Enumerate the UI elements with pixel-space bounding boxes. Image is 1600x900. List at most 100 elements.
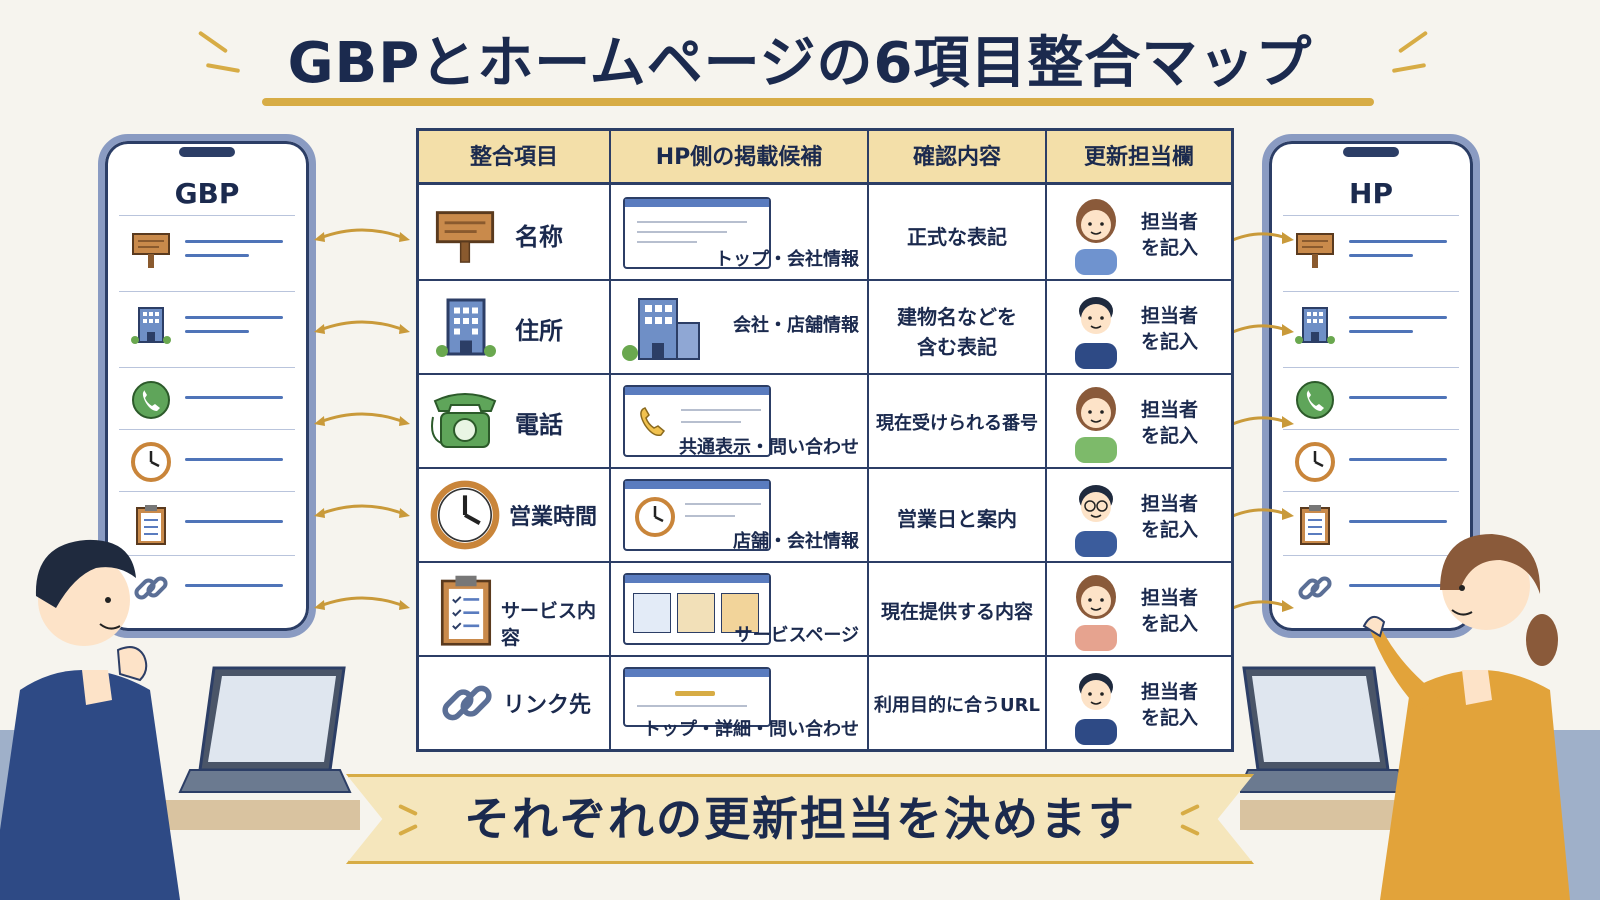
- table-row: サービス内容 サービスページ 現在提供する内容 担当者を記入: [419, 563, 1231, 657]
- signboard-icon: [435, 211, 495, 263]
- telephone-icon: [431, 393, 497, 448]
- building-icon: [1295, 307, 1335, 344]
- hp-row-name: [1283, 215, 1459, 277]
- phone-notch: [179, 147, 235, 157]
- hp-row-address: [1283, 291, 1459, 353]
- phone-icon: [132, 381, 170, 419]
- page-title: GBPとホームページの6項目整合マップ: [287, 31, 1313, 96]
- check-content: 現在提供する内容: [880, 601, 1033, 623]
- phone-notch: [1343, 147, 1399, 157]
- person-man-icon: [1075, 673, 1117, 745]
- service-thumb: [721, 593, 759, 633]
- hp-page-thumbnail: [623, 385, 771, 457]
- signboard-icon: [1296, 233, 1334, 268]
- double-arrow-icon: [314, 320, 410, 334]
- footer-banner-text: それぞれの更新担当を決めます: [464, 792, 1136, 846]
- check-content: 現在受けられる番号: [876, 413, 1038, 434]
- hp-candidate: 会社・店舗情報: [733, 315, 859, 336]
- service-thumb: [633, 593, 671, 633]
- hp-phone: HP: [1262, 134, 1480, 638]
- phone-icon: [1296, 381, 1334, 419]
- gbp-row-hours: [119, 429, 295, 491]
- table-header: 整合項目 HP側の掲載候補 確認内容 更新担当欄: [419, 131, 1231, 185]
- assignee-note: 担当者を記入: [1141, 587, 1199, 635]
- link-icon: [1298, 576, 1332, 600]
- double-arrow-icon: [314, 504, 410, 518]
- item-label: 電話: [515, 411, 563, 439]
- building-icon: [622, 298, 700, 361]
- assignee-note: 担当者を記入: [1141, 305, 1199, 353]
- footer-banner: [346, 774, 1254, 864]
- person-woman-icon: [1075, 199, 1117, 275]
- double-arrow-icon: [314, 228, 410, 242]
- table-row: リンク先 トップ・詳細・問い合わせ 利用目的に合うURL 担当者を記入: [419, 657, 1231, 749]
- hp-row-service: [1283, 491, 1459, 553]
- table-row: 住所 会社・店舗情報 建物名などを 含む表記 担当者を記入: [419, 281, 1231, 375]
- check-content: 含む表記: [917, 335, 997, 359]
- hp-page-thumbnail: [623, 479, 771, 551]
- title-underline: [262, 98, 1374, 106]
- man-with-laptop-illustration: [0, 539, 360, 900]
- arrow-right-icon: [1227, 324, 1294, 336]
- clipboard-icon: [136, 505, 166, 545]
- check-content: 正式な表記: [907, 225, 1007, 249]
- hp-candidate: 共通表示・問い合わせ: [679, 437, 859, 458]
- check-content: 建物名などを: [897, 305, 1017, 329]
- person-woman-icon: [1075, 575, 1117, 651]
- hp-row-link: [1283, 555, 1459, 617]
- gbp-row-name: [119, 215, 295, 277]
- service-thumb: [677, 593, 715, 633]
- gbp-row-service: [119, 491, 295, 553]
- gbp-row-address: [119, 291, 295, 353]
- item-label: サービス内容: [501, 600, 597, 649]
- hp-phone-title: HP: [1349, 177, 1393, 210]
- person-man-glasses-icon: [1075, 485, 1117, 557]
- hp-row-hours: [1283, 429, 1459, 491]
- clock-icon: [1295, 442, 1335, 482]
- gbp-phone-title: GBP: [174, 177, 240, 210]
- signboard-icon: [132, 233, 170, 268]
- double-arrow-icon: [314, 412, 410, 426]
- woman-with-laptop-illustration: [1240, 534, 1600, 900]
- clipboard-icon: [440, 575, 492, 646]
- link-icon: [442, 685, 492, 721]
- clipboard-icon: [1300, 505, 1330, 545]
- person-man-icon: [1075, 297, 1117, 369]
- clock-icon: [131, 442, 171, 482]
- clock-icon: [430, 480, 500, 550]
- assignee-note: 担当者を記入: [1141, 399, 1199, 447]
- building-icon: [436, 298, 496, 357]
- assignee-note: 担当者を記入: [1141, 493, 1199, 541]
- person-woman-icon: [1075, 387, 1117, 463]
- item-label: 住所: [515, 317, 563, 345]
- phone-icon: [640, 407, 666, 437]
- hp-candidate: トップ・会社情報: [715, 249, 859, 270]
- hp-row-phone: [1283, 367, 1459, 429]
- double-arrow-icon: [314, 596, 410, 610]
- gbp-phone: GBP: [98, 134, 316, 638]
- column-header: HP側の掲載候補: [655, 145, 823, 170]
- check-content: 営業日と案内: [897, 507, 1017, 531]
- hp-page-thumbnail: [623, 667, 771, 727]
- clock-icon: [635, 497, 675, 537]
- gbp-row-link: [119, 555, 295, 617]
- column-header: 更新担当欄: [1083, 145, 1194, 170]
- arrow-right-icon: [1227, 232, 1294, 244]
- arrow-right-icon: [1227, 416, 1294, 428]
- table-row: 電話 共通表示・問い合わせ 現在受けられる番号 担当者を記入: [419, 375, 1231, 469]
- item-label: リンク先: [503, 693, 592, 718]
- link-icon: [134, 576, 168, 600]
- hp-candidate: トップ・詳細・問い合わせ: [643, 719, 859, 740]
- table-row: 営業時間 店舗・会社情報 営業日と案内 担当者を記入: [419, 469, 1231, 563]
- hp-page-thumbnail: [623, 197, 771, 269]
- item-label: 営業時間: [509, 505, 598, 530]
- hp-candidate: サービスページ: [734, 625, 859, 646]
- assignee-note: 担当者を記入: [1141, 681, 1199, 729]
- table-row: 名称 トップ・会社情報 正式な表記 担当者を記入: [419, 187, 1231, 281]
- item-label: 名称: [515, 223, 563, 251]
- link-highlight: [675, 691, 715, 696]
- gbp-row-phone: [119, 367, 295, 429]
- column-header: 確認内容: [912, 145, 1001, 170]
- hp-page-thumbnail: [623, 573, 771, 645]
- column-header: 整合項目: [469, 145, 558, 170]
